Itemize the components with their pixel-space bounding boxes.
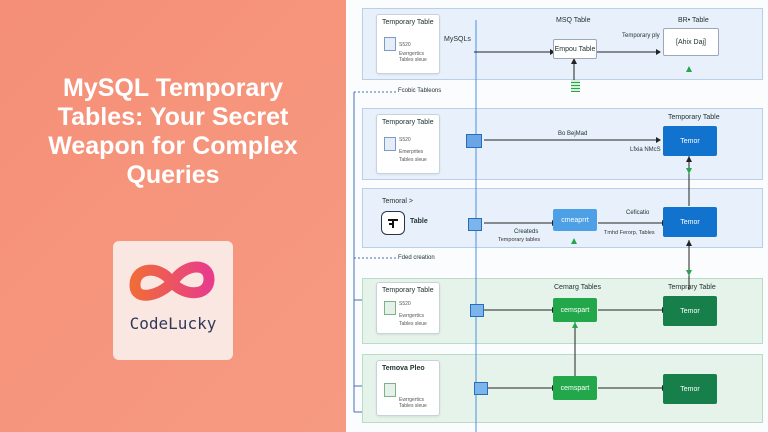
- right-header: Temporary Table: [668, 114, 720, 121]
- side-label: Fcobic Tableons: [398, 88, 442, 94]
- temp-table-card-1: Temporary Table S520 Ewrrgertics Tables …: [376, 14, 440, 74]
- center-box-3: cmeaprrt: [553, 209, 597, 231]
- card-line: Ewrrgertics: [399, 51, 425, 57]
- card-line: Tables sleue: [399, 321, 427, 327]
- arrow-label: Temporary ply: [622, 33, 660, 39]
- box-label: cemspart: [560, 384, 590, 392]
- box-label: Temor: [680, 307, 700, 315]
- mysql-label: MySQLs: [444, 36, 471, 43]
- node-label: Empou Table: [554, 45, 596, 53]
- card-line: Tables sleue: [399, 57, 427, 63]
- table-label: Table: [410, 218, 428, 225]
- card-line: S520: [399, 42, 411, 48]
- box-label: [Ahix Daj]: [676, 38, 706, 46]
- box-label: Temor: [680, 218, 700, 226]
- table-icon: [384, 137, 396, 151]
- page-title: MySQL Temporary Tables: Your Secret Weap…: [48, 74, 298, 189]
- doc-icon: [470, 304, 484, 317]
- temor-box-3: Temor: [663, 207, 717, 237]
- center-label: Cemarg Tables: [554, 284, 601, 291]
- card-line: Tables sleue: [399, 157, 427, 163]
- temp-table-card-5: Temova Pleo Ewrrgertics Tables sleue: [376, 360, 440, 416]
- center-top-label: MSQ Table: [556, 17, 591, 24]
- right-sub-label: Tmhd Ferorp, Tables: [604, 230, 655, 236]
- temp-table-card-4: Temporary Table S520 Ewrrgertics Tables …: [376, 282, 440, 334]
- left-hero-panel: MySQL Temporary Tables: Your Secret Weap…: [0, 0, 346, 432]
- box-label: Temor: [680, 385, 700, 393]
- temor-box-2: Temor: [663, 126, 717, 156]
- center-box-5: cemspart: [553, 376, 597, 400]
- under-label: Lfxia NMcS: [630, 147, 661, 153]
- card-title: Temoral >: [382, 198, 413, 205]
- table-icon: [384, 383, 396, 397]
- box-label: cemspart: [560, 306, 590, 314]
- card-line: Tables sleue: [399, 403, 427, 409]
- card-title: Temporary Table: [382, 19, 434, 26]
- node-empou-table: Empou Table: [553, 39, 597, 59]
- temp-table-card-3: Temoral >: [376, 193, 440, 243]
- box-label: Temor: [680, 137, 700, 145]
- connector-lines: [353, 20, 692, 432]
- card-line: S520: [399, 301, 411, 307]
- grid-icon: [571, 80, 580, 92]
- doc-icon: [474, 382, 488, 395]
- doc-icon: [468, 218, 482, 231]
- card-title: Temova Pleo: [382, 365, 425, 372]
- right-header: Temprary Table: [668, 284, 716, 291]
- logo-text: CodeLucky: [129, 314, 217, 333]
- table-icon: [384, 37, 396, 51]
- arrow-label: Bo BejMad: [558, 131, 588, 137]
- box-label: cmeaprrt: [561, 216, 589, 224]
- card-line: S520: [399, 137, 411, 143]
- right-label: Ceficatio: [626, 210, 650, 216]
- card-line: Ewrrgertics: [399, 397, 425, 403]
- temp-table-card-2: Temporary Table S520 Emerprites Tables s…: [376, 114, 440, 174]
- card-line: Emerprites: [399, 149, 424, 155]
- result-box-white: [Ahix Daj]: [663, 28, 719, 56]
- temor-box-5: Temor: [663, 374, 717, 404]
- card-title: Temporary Table: [382, 119, 434, 126]
- table-icon: [381, 211, 405, 235]
- codelucky-logo-icon: [129, 261, 215, 301]
- left-label: Createds: [514, 229, 539, 235]
- card-title: Temporary Table: [382, 287, 434, 294]
- table-icon: [384, 301, 396, 315]
- temor-box-4: Temor: [663, 296, 717, 326]
- left-sub-label: Temporary tables: [498, 237, 541, 243]
- card-line: Ewrrgertics: [399, 313, 425, 319]
- doc-icon: [466, 134, 482, 148]
- center-box-4: cemspart: [553, 298, 597, 322]
- right-top-label: BR• Table: [678, 17, 709, 24]
- logo-card: CodeLucky: [113, 241, 233, 360]
- side-label: Fded creation: [398, 255, 435, 261]
